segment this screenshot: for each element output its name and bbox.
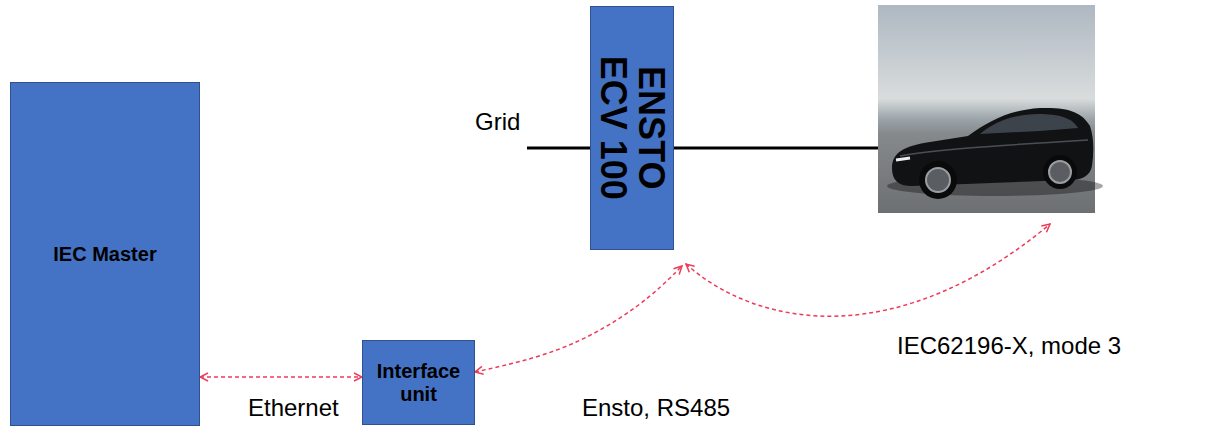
photo-background	[878, 5, 1095, 213]
car-headlight	[896, 158, 910, 160]
car-window	[980, 114, 1078, 134]
link-label: Ensto, RS485	[580, 394, 732, 422]
dashed-connector	[200, 376, 362, 378]
link-label: Ethernet	[246, 394, 341, 422]
charging-cable	[666, 147, 880, 150]
car-photo	[878, 5, 1103, 213]
car-wheel	[919, 161, 957, 199]
dashed-connector	[475, 266, 682, 372]
communication-arrow	[686, 224, 1050, 316]
car-wheel	[1043, 155, 1077, 189]
car-rim	[926, 168, 950, 192]
node-label: Interface unit	[369, 360, 468, 406]
master-box: IEC Master	[10, 82, 200, 426]
car-rim	[1049, 161, 1071, 183]
node-label: IEC Master	[53, 243, 156, 266]
node-label: ENSTO ECV 100	[594, 27, 670, 227]
interface-box: Interface unit	[362, 340, 475, 425]
standard-label: IEC62196-X, mode 3	[895, 332, 1123, 360]
car-reflection	[900, 140, 1088, 156]
grid-label: Grid	[473, 108, 522, 136]
charger-box: ENSTO ECV 100	[590, 6, 674, 250]
grid-wire	[527, 147, 592, 150]
